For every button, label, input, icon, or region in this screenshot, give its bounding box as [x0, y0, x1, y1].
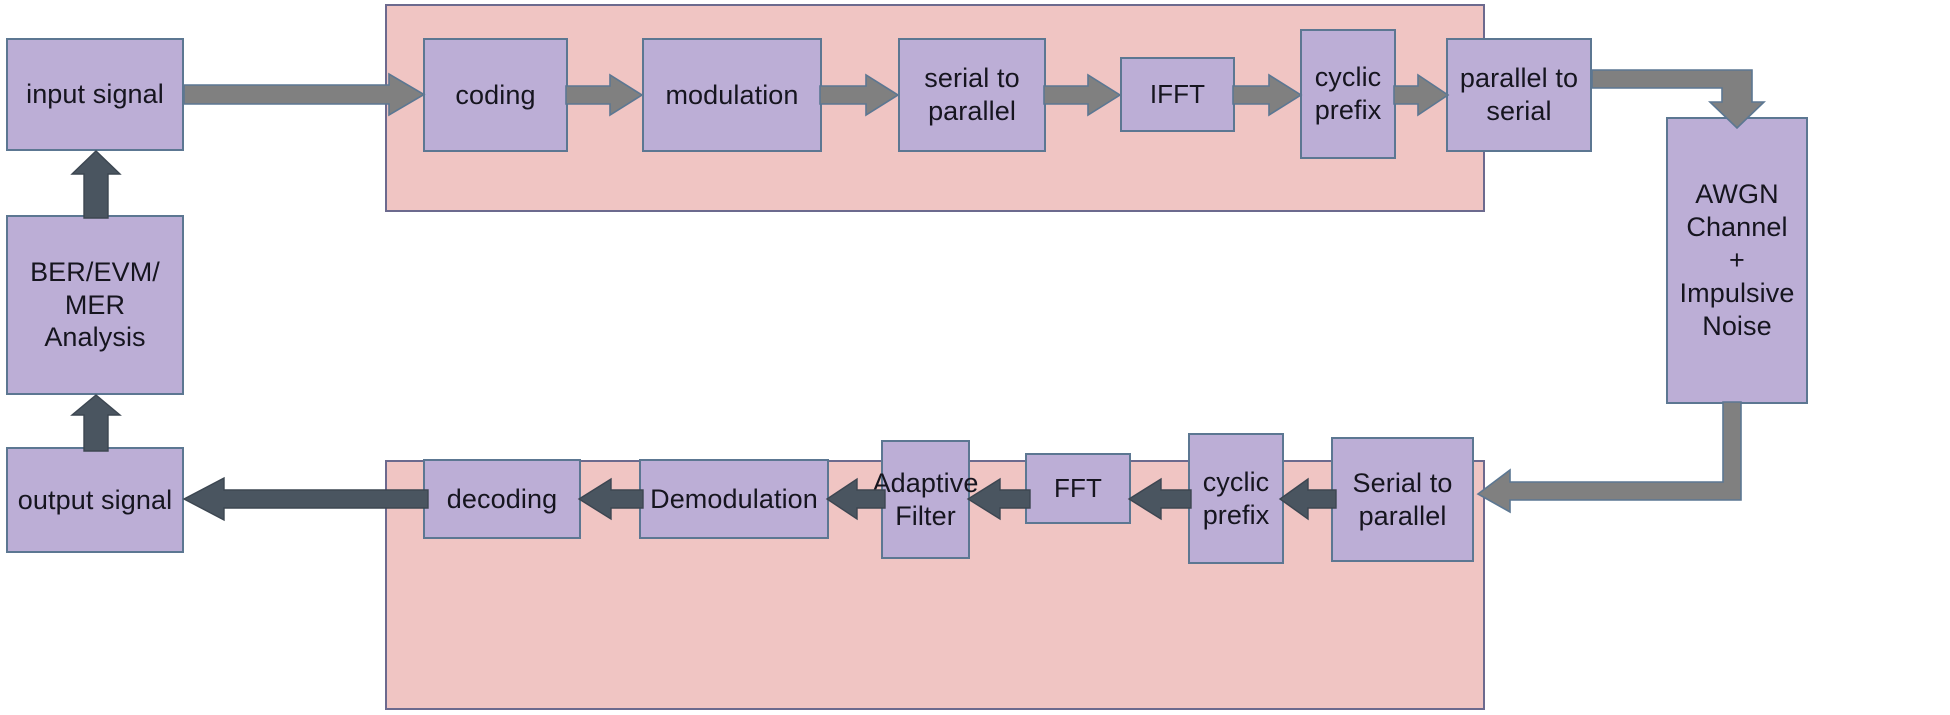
arrow-ifft-to-cyclic-prefix — [1232, 73, 1305, 117]
block-modulation[interactable]: modulation — [642, 38, 822, 152]
arrow-serial-parallel-to-ifft — [1043, 73, 1124, 117]
arrow-analysis-to-input-signal — [70, 148, 122, 219]
block-awgn-channel[interactable]: AWGN Channel + Impulsive Noise — [1666, 117, 1808, 404]
arrow-demodulation-to-decoding — [577, 477, 644, 521]
block-ifft[interactable]: IFFT — [1120, 57, 1235, 132]
arrow-modulation-to-serial-parallel — [819, 73, 902, 117]
arrow-serial-parallel-to-cyclic-prefix-rx — [1278, 477, 1337, 521]
block-decoding[interactable]: decoding — [423, 459, 581, 539]
arrow-awgn-to-serial-parallel — [1468, 401, 1758, 514]
arrow-parallel-serial-to-awgn — [1591, 62, 1772, 132]
block-fft[interactable]: FFT — [1025, 453, 1131, 524]
block-ber-evm-mer-analysis[interactable]: BER/EVM/ MER Analysis — [6, 215, 184, 395]
block-cyclic-prefix-tx[interactable]: cyclic prefix — [1300, 29, 1396, 159]
arrow-decoding-to-output-signal — [180, 476, 429, 522]
block-parallel-to-serial[interactable]: parallel to serial — [1446, 38, 1592, 152]
arrow-cyclic-prefix-to-parallel-serial — [1393, 73, 1452, 117]
block-coding[interactable]: coding — [423, 38, 568, 152]
block-cyclic-prefix-rx[interactable]: cyclic prefix — [1188, 433, 1284, 564]
arrow-fft-to-adaptive-filter — [966, 477, 1031, 521]
arrow-input-to-coding — [183, 72, 428, 117]
block-adaptive-filter[interactable]: Adaptive Filter — [873, 440, 978, 559]
arrow-coding-to-modulation — [565, 73, 646, 117]
block-serial-to-parallel-tx[interactable]: serial to parallel — [898, 38, 1046, 152]
block-input-signal[interactable]: input signal — [6, 38, 184, 151]
block-demodulation[interactable]: Demodulation — [639, 459, 829, 539]
arrow-output-signal-to-analysis — [70, 393, 122, 452]
arrow-cyclic-prefix-rx-to-fft — [1127, 477, 1192, 521]
block-serial-to-parallel-rx[interactable]: Serial to parallel — [1331, 437, 1474, 562]
block-output-signal[interactable]: output signal — [6, 447, 184, 553]
arrow-adaptive-filter-to-demodulation — [825, 477, 886, 521]
